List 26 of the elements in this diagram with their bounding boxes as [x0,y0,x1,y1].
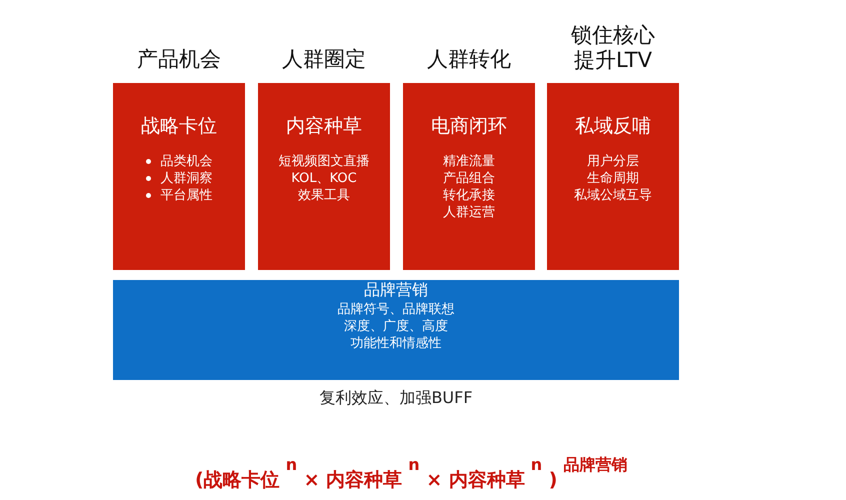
column-heading: 人群转化 [427,47,511,72]
note-text: 复利效应、加强BUFF [319,388,473,409]
card-title: 私域反哺 [575,114,651,139]
list-item: 精准流量 [443,153,495,170]
list-item: 转化承接 [443,187,495,204]
card-title: 战略卡位 [141,114,217,139]
band-title: 品牌营销 [364,280,428,299]
bullet-item: 品类机会 [160,154,212,169]
list-item: KOL、KOC [291,170,357,187]
list-item: 生命周期 [587,170,639,187]
bullet-item: 平台属性 [160,188,212,203]
column-heading: 人群圈定 [282,47,366,72]
bullet-item: 人群洞察 [160,171,212,186]
list-item: 私域公域互导 [574,187,652,204]
list-item: 人群运营 [443,204,495,221]
list-item: 用户分层 [587,153,639,170]
list-item: 产品组合 [443,170,495,187]
list-item: 效果工具 [298,187,350,204]
list-item: 品牌符号、品牌联想 [338,301,454,318]
list-item: 短视频图文直播 [278,153,370,170]
column-heading: 锁住核心提升LTV [570,23,656,73]
list-item: 功能性和情感性 [350,335,442,352]
card-title: 电商闭环 [431,114,507,139]
column-heading: 产品机会 [137,47,221,72]
card-title: 内容种草 [286,114,362,139]
list-item: 深度、广度、高度 [344,318,448,335]
